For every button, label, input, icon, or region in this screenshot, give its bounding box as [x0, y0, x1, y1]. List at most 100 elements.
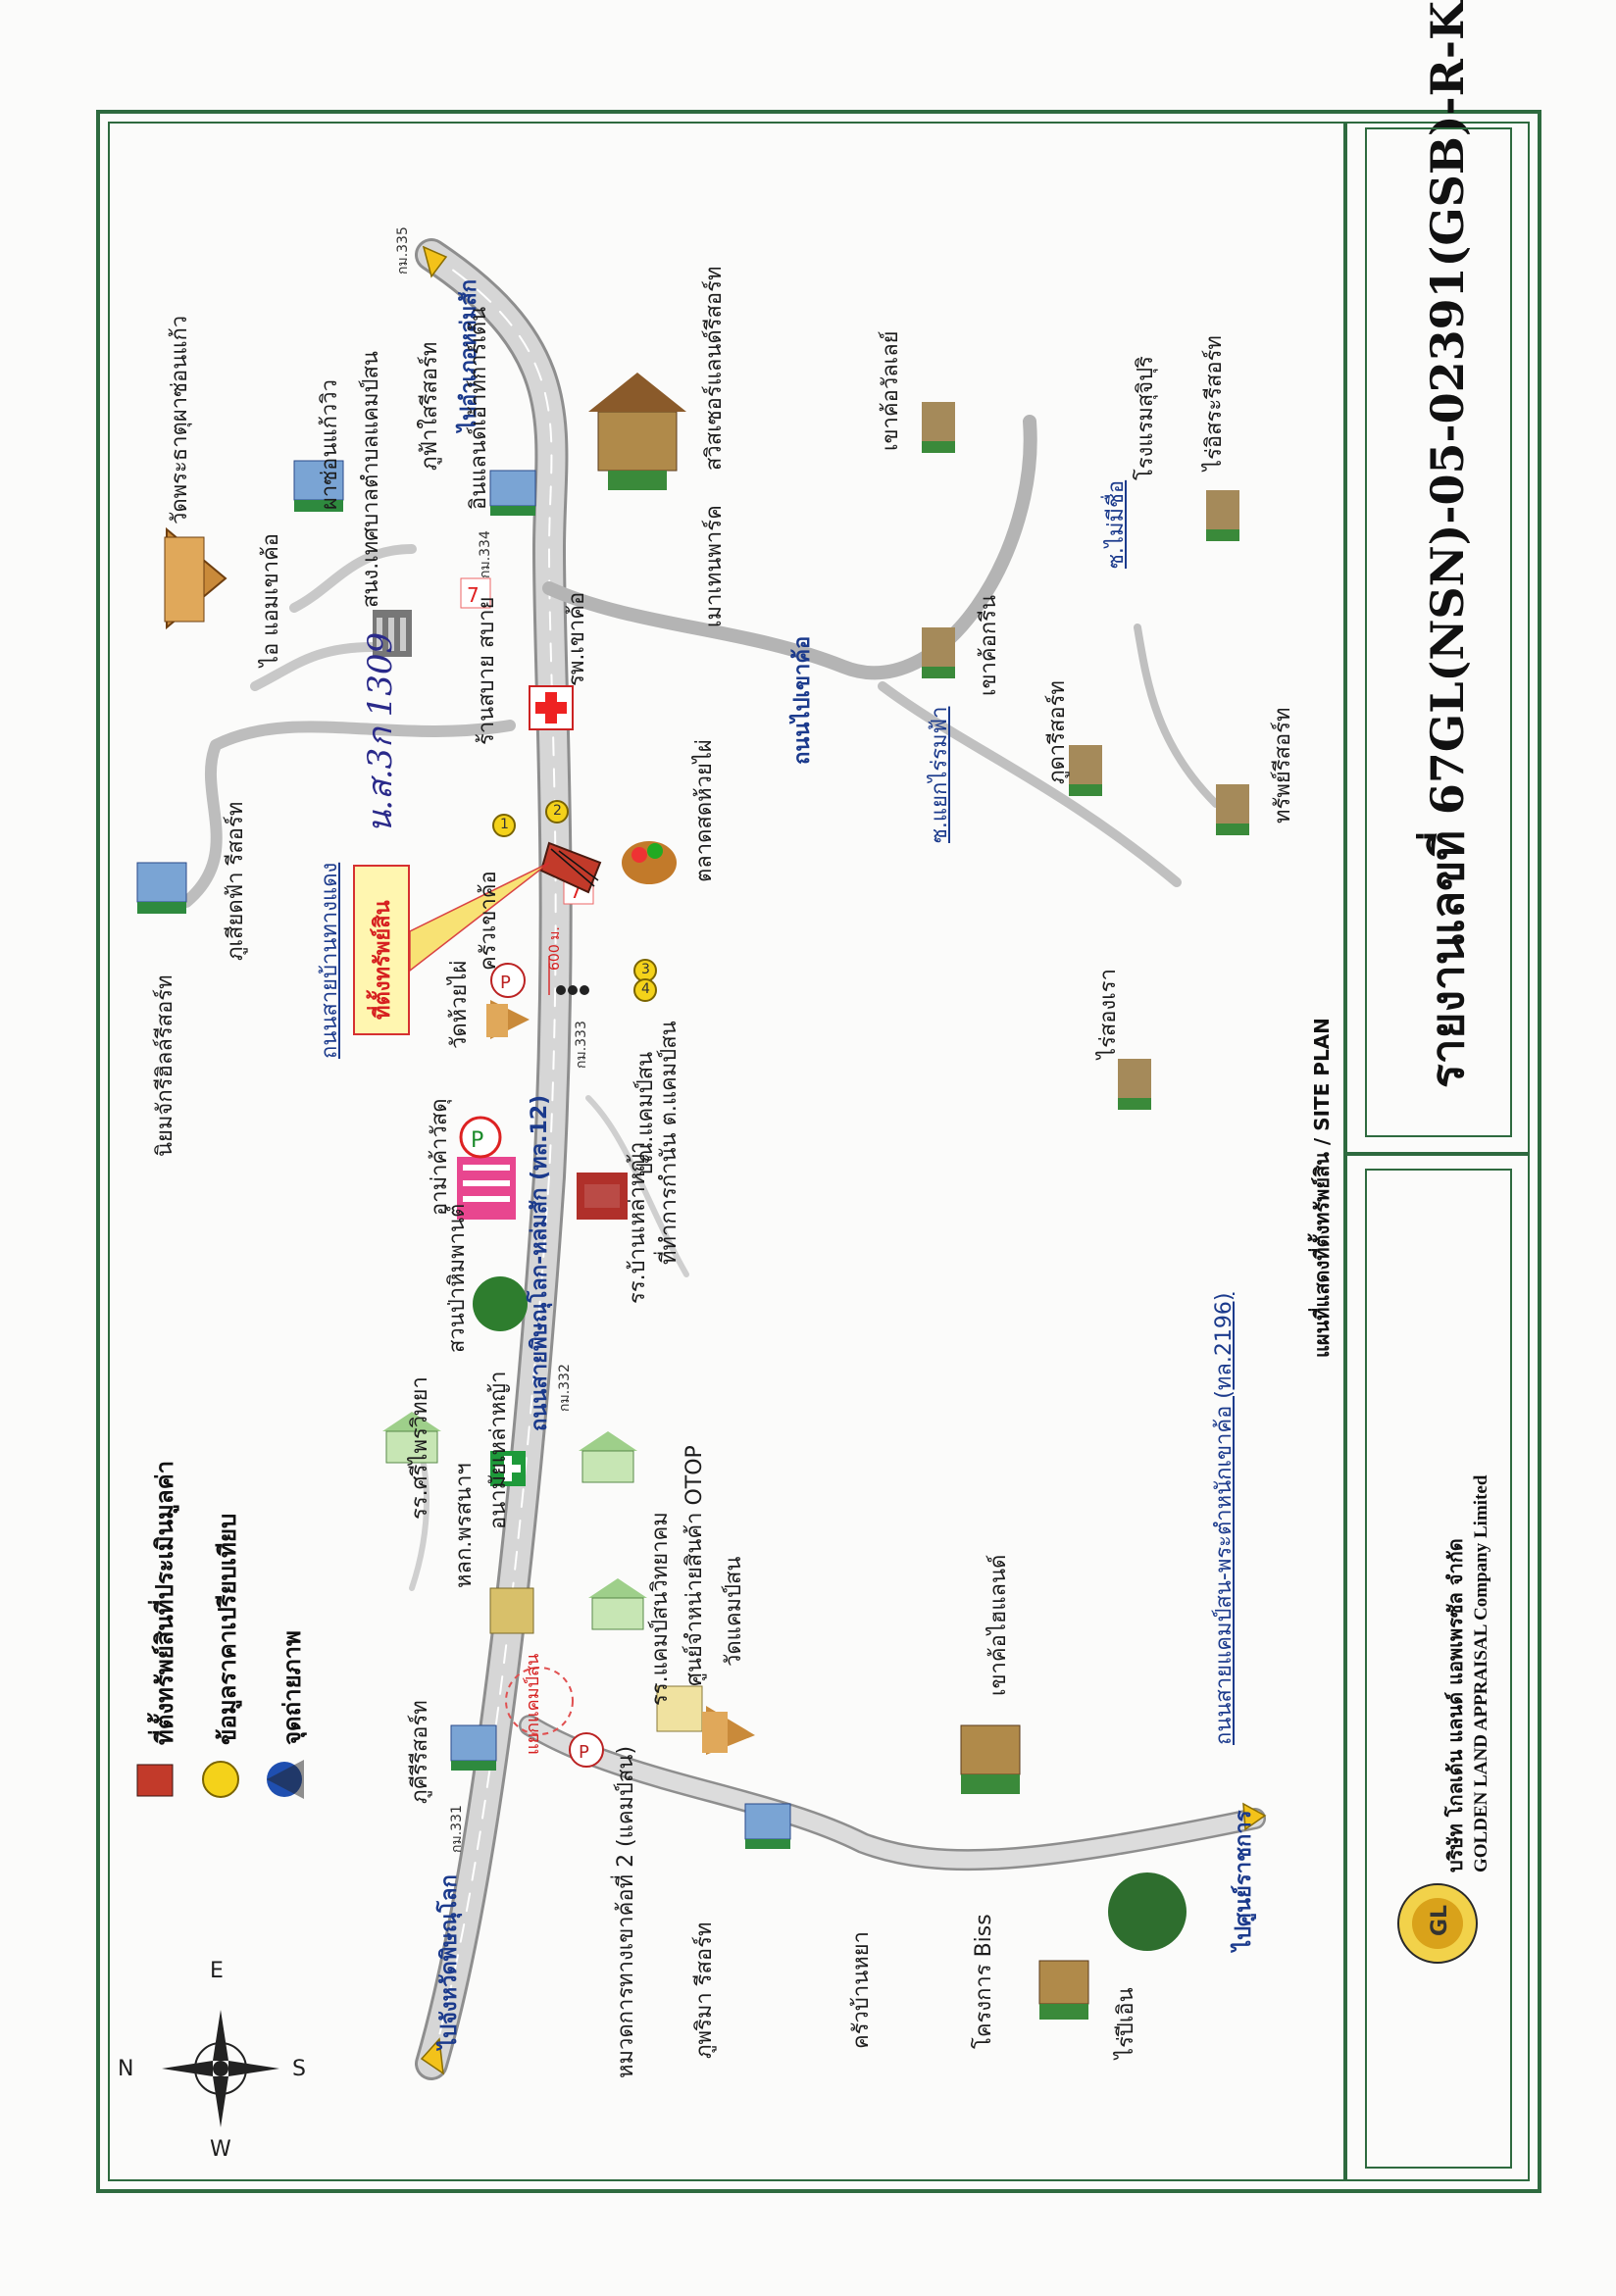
- place-label: รร.แคมป์สนวิทยาคม: [648, 1512, 673, 1706]
- place-label: วัดห้วยไผ่: [447, 960, 472, 1049]
- title-block-separator: [1347, 1152, 1530, 1156]
- house-icon: [489, 470, 536, 516]
- subject-callout: [409, 862, 550, 973]
- place-label: เขาค้อวัลเลย์: [879, 330, 903, 451]
- resort-icon: [588, 373, 686, 490]
- place-label: สวิสเซอร์แลนด์รีสอร์ท: [702, 266, 727, 471]
- subject-property: [409, 841, 602, 973]
- house-icon: [744, 1803, 791, 1849]
- svg-text:P: P: [500, 973, 511, 993]
- place-label: ร้านสบาย สบาย: [475, 596, 499, 745]
- place-label: อาม่าค้าวัสดุ: [428, 1098, 452, 1216]
- km-marker-332: กม.332: [557, 1364, 573, 1412]
- place-label: เมาเทนพาร์ค: [702, 505, 727, 627]
- junction-label: แยกแคมป์สน: [523, 1653, 543, 1755]
- parking-icon: P: [490, 963, 526, 998]
- legend-label-photo: จุดถ่ายภาพ: [278, 1630, 306, 1745]
- place-label: ไอ แอมเขาค้อ: [259, 532, 283, 667]
- subject-parcel: [539, 841, 602, 894]
- place-label: ที่ทำการกำนัน ต.แคมป์สน: [657, 1021, 682, 1265]
- km-marker-333: กม.333: [574, 1021, 589, 1069]
- comparable-number-3: 3: [641, 962, 650, 977]
- place-label: ภูดารีสอร์ท: [1045, 680, 1070, 784]
- arrow-to-phitsanulok: [420, 2037, 444, 2075]
- comparable-marker-4: [633, 978, 657, 1002]
- gas-station-icon: P: [459, 1116, 502, 1159]
- school-icon: [382, 1412, 441, 1464]
- house-icon: [136, 862, 187, 914]
- building-icon: [656, 1685, 703, 1732]
- place-label: ทรัพย์รีสอร์ท: [1271, 707, 1295, 824]
- place-label: อนามัยเหล่าหญ้า: [486, 1371, 511, 1529]
- place-label: สวนป่าหิมพานต์: [445, 1203, 470, 1353]
- subject-label-box: [353, 865, 410, 1035]
- legend-subject-icon: [136, 1764, 174, 1797]
- arrow-to-lomsak: [422, 245, 448, 278]
- place-label: ไร่สองเรา: [1096, 969, 1121, 1059]
- landmark-icons: 7 7 P P P: [136, 373, 1249, 2020]
- resort-icon: [1069, 745, 1102, 796]
- place-label: ตลาดสดห้วยไผ่: [692, 739, 717, 882]
- comparable-markers: [492, 800, 657, 1002]
- place-label: ภูพริมา รีสอร์ท: [692, 1922, 717, 2059]
- house-icon: [450, 1724, 497, 1771]
- comparable-number-1: 1: [500, 817, 509, 832]
- km-marker-335: กม.335: [395, 226, 411, 275]
- svg-text:P: P: [471, 1128, 483, 1153]
- place-label: ครัวบ้านหยา: [849, 1931, 874, 2049]
- legend-symbols: [136, 1760, 304, 1799]
- place-label: ไร่อิสระรีสอร์ท: [1202, 335, 1227, 471]
- compass-e: E: [210, 1959, 224, 1983]
- building-icon: [457, 1157, 516, 1220]
- subject-deed-note: น.ส.3ก 1309: [361, 631, 400, 833]
- legend-label-comparable: ข้อมูลราคาเปรียบเทียบ: [214, 1513, 241, 1745]
- resort-icon: [1038, 1960, 1089, 2020]
- legend-comparable-icon: [202, 1761, 239, 1798]
- post-office-icon: [577, 1173, 628, 1220]
- hospital-icon: [529, 685, 574, 730]
- market-icon: [622, 841, 677, 884]
- place-label: โครงการ Biss: [972, 1914, 996, 2049]
- comparable-number-2: 2: [553, 803, 562, 819]
- place-label: วัดพระธาตุผาซ่อนแก้ว: [168, 315, 192, 524]
- place-label: วัดแคมป์สน: [722, 1556, 746, 1667]
- tree-icon: [473, 1276, 528, 1331]
- comparable-marker-2: [545, 800, 569, 824]
- km-marker-334: กม.334: [478, 530, 493, 578]
- place-label: เขาค้อไฮแลนด์: [986, 1554, 1011, 1696]
- place-label: หมวดการทางเขาค้อที่ 2 (แคมป์สน): [614, 1745, 638, 2078]
- temple-icon: [702, 1706, 755, 1755]
- distance-marker: [548, 956, 589, 995]
- place-label: รพ.เขาค้อ: [565, 591, 589, 686]
- place-label: ภูคีรีรีสอร์ท: [408, 1700, 432, 1804]
- road-label-main: ถนนสายพิษณุโลก-หล่มสัก (ทล.12): [528, 1094, 552, 1431]
- subject-label: ที่ตั้งทรัพย์สิน: [371, 900, 395, 1020]
- road-label-to-center: ไปศูนย์ราชการ: [1232, 1810, 1256, 1951]
- resort-icon: [1216, 784, 1249, 835]
- company-box: [1365, 1169, 1512, 2169]
- place-label: หลก.พรสนาฯ: [452, 1463, 477, 1588]
- junction-circle: [505, 1667, 574, 1735]
- legend-label-subject: ที่ตั้งทรัพย์สินที่ประเมินมูลค่า: [151, 1460, 178, 1745]
- school-icon: [588, 1578, 647, 1630]
- place-label: ศูนย์จำหน่ายสินค้า OTOP: [682, 1445, 707, 1686]
- village-road: [180, 720, 516, 908]
- site-plan-title: แผนที่แสดงที่ตั้งทรัพย์สิน / SITE PLAN: [1310, 1018, 1334, 1358]
- government-icon: [373, 610, 412, 657]
- resort-icon: [922, 402, 955, 453]
- place-label: ซ.ไม่มีชื่อ: [1104, 479, 1129, 569]
- compass-n: N: [118, 2057, 134, 2081]
- resort-icon: [1206, 490, 1239, 541]
- seven-eleven-icon: 7: [460, 577, 491, 609]
- compass-s: S: [292, 2057, 306, 2081]
- resort-icon: [960, 1724, 1021, 1794]
- place-label: นิยมจักรีฮิลล์รีสอร์ท: [153, 974, 177, 1157]
- place-label: ไร่ปีเอิน: [1114, 1987, 1138, 2059]
- title-block-divider: [1343, 122, 1347, 2181]
- road-to-khaokho: [542, 415, 1037, 680]
- place-label: รร.ศรีไพรวิทยา: [408, 1376, 432, 1520]
- place-label: ครัวเขาค้อ: [477, 871, 501, 971]
- resort-icon: [922, 627, 955, 678]
- outer-frame: [96, 110, 1541, 2193]
- place-label: เขาค้อกรีน: [977, 594, 1001, 696]
